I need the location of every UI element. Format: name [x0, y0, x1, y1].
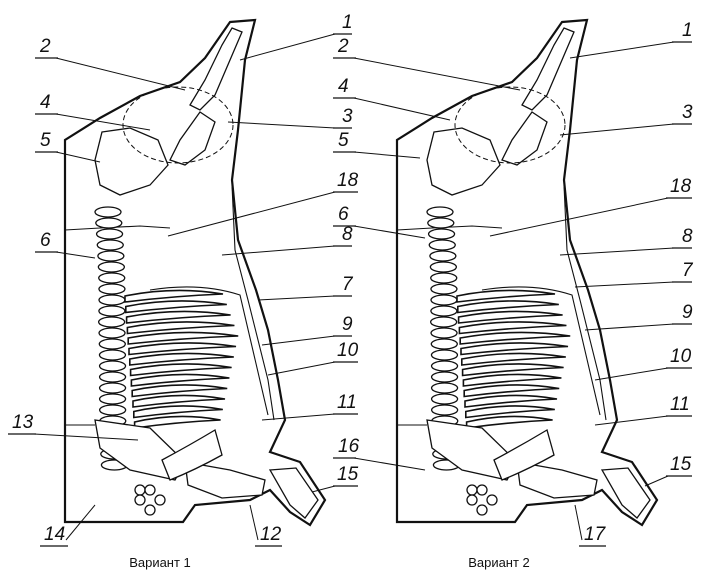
part-number-label: 8	[342, 224, 353, 245]
leader-line	[560, 124, 674, 135]
part-number-label: 5	[338, 130, 349, 151]
leader-line	[268, 362, 335, 375]
part-number-label: 2	[337, 36, 349, 57]
leader-line	[250, 505, 258, 540]
leader-line	[354, 58, 520, 90]
part-number-label: 15	[670, 454, 692, 475]
leader-line	[258, 296, 335, 300]
part-number-label: 8	[682, 226, 693, 247]
part-number-label: 6	[338, 204, 349, 225]
part-number-label: 11	[670, 394, 690, 415]
leader-line	[570, 42, 674, 58]
part-number-label: 7	[682, 260, 694, 281]
part-number-label: 13	[12, 412, 34, 433]
part-number-label: 10	[670, 346, 692, 367]
part-number-label: 2	[39, 36, 51, 57]
part-number-label: 6	[40, 230, 51, 251]
part-number-label: 18	[670, 176, 692, 197]
leader-line	[575, 505, 582, 540]
leader-line	[240, 34, 335, 60]
part-number-label: 1	[342, 12, 353, 33]
part-number-label: 12	[260, 524, 282, 545]
leader-line	[228, 122, 335, 128]
part-number-label: 9	[682, 302, 693, 323]
part-number-label: 1	[682, 20, 693, 41]
part-number-label: 18	[337, 170, 359, 191]
part-number-label: 9	[342, 314, 353, 335]
part-number-label: 11	[337, 392, 357, 413]
part-number-label: 4	[40, 92, 51, 113]
part-number-label: 7	[342, 274, 354, 295]
leader-line	[560, 248, 674, 255]
leader-line	[645, 476, 668, 486]
part-number-label: 17	[584, 524, 607, 545]
part-number-label: 14	[44, 524, 65, 545]
part-number-label: 5	[40, 130, 51, 151]
part-number-label: 3	[682, 102, 693, 123]
variant-caption: Вариант 1	[129, 555, 191, 570]
part-number-label: 4	[338, 76, 349, 97]
part-number-label: 16	[338, 436, 360, 457]
variant-caption: Вариант 2	[468, 555, 530, 570]
part-number-label: 15	[337, 464, 359, 485]
part-number-label: 3	[342, 106, 353, 127]
leader-line	[56, 58, 185, 90]
part-number-label: 10	[337, 340, 359, 361]
carcass-figure-2	[397, 20, 657, 525]
leader-line	[354, 98, 450, 120]
carcass-figure-1	[65, 20, 325, 525]
leader-line	[575, 282, 674, 287]
leader-line	[262, 336, 335, 345]
